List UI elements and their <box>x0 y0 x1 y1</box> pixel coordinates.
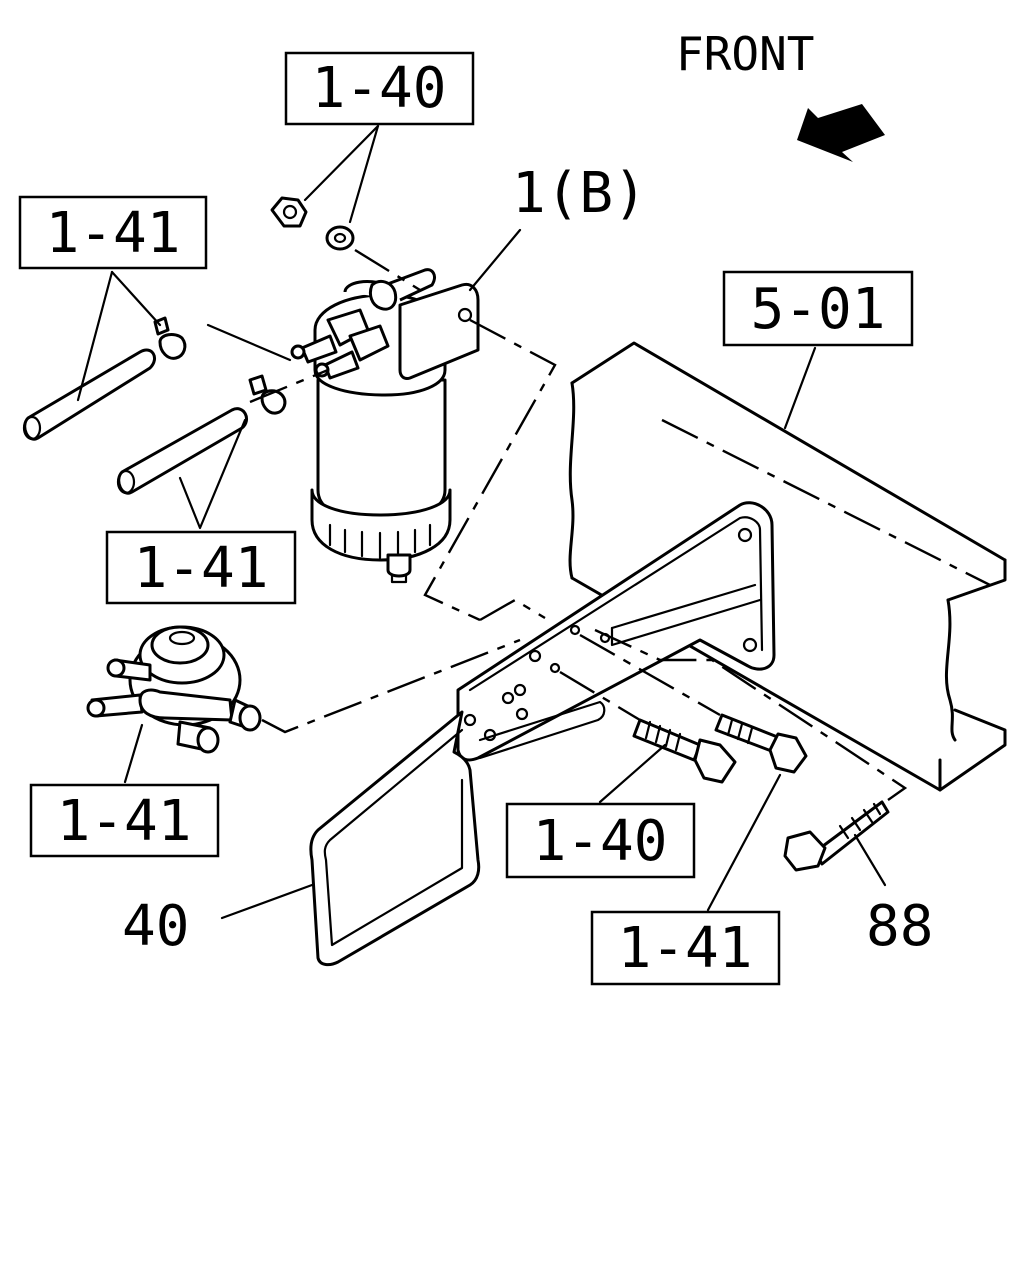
frame-rail <box>568 341 1007 792</box>
callout-text: 1-41 <box>134 536 269 601</box>
callout-text: 1-41 <box>57 789 192 854</box>
callout-text: 1-41 <box>46 201 181 266</box>
callout-text: 1-40 <box>533 809 668 874</box>
bolts <box>632 713 890 872</box>
callout-text: 1-40 <box>312 56 447 121</box>
callout-1b-label: 1(B) <box>512 161 647 226</box>
front-label: FRONT <box>676 27 814 81</box>
nut-and-washer <box>270 196 355 251</box>
callout-1-41-upper-left: 1-41 <box>18 195 208 270</box>
fuel-filter <box>290 268 480 584</box>
callout-88-label: 88 <box>866 894 933 959</box>
callout-1-41-middle: 1-41 <box>105 530 297 605</box>
callout-1-40-top: 1-40 <box>284 51 475 126</box>
callout-1-40-bottom: 1-40 <box>505 802 696 879</box>
mounting-bracket <box>309 501 776 967</box>
pressure-valve <box>86 625 262 754</box>
callout-40-label: 40 <box>122 894 189 959</box>
callout-text: 5-01 <box>751 277 886 342</box>
callout-1-41-bottom: 1-41 <box>590 910 781 986</box>
callout-1-41-lower-left: 1-41 <box>29 783 220 858</box>
fuel-hoses <box>22 316 287 495</box>
leader-lines <box>76 124 991 920</box>
callout-5-01: 5-01 <box>722 270 914 347</box>
arrow-front-icon <box>797 104 885 162</box>
callout-text: 1-41 <box>618 916 753 981</box>
